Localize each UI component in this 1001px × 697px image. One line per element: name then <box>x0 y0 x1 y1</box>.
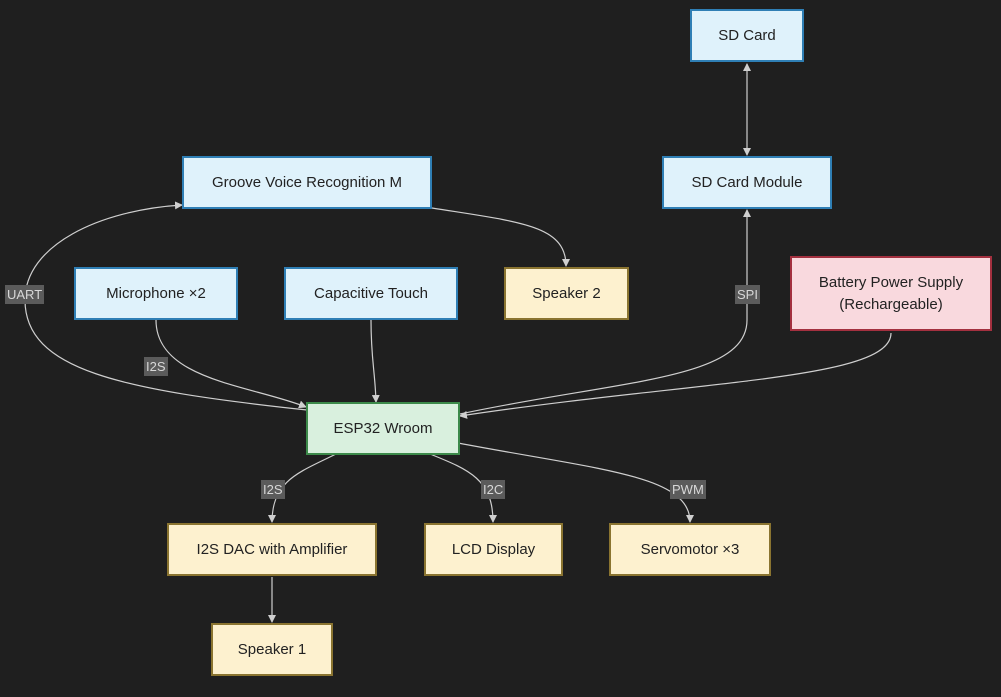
node-capacitive-touch[interactable]: Capacitive Touch <box>284 267 458 320</box>
node-battery-label-line2: (Rechargeable) <box>839 295 943 313</box>
edge-touch-esp32 <box>370 319 380 403</box>
node-groove-voice-recognition[interactable]: Groove Voice Recognition M <box>182 156 432 209</box>
node-microphone-label: Microphone ×2 <box>106 284 206 302</box>
node-battery-label-line1: Battery Power Supply <box>818 273 964 291</box>
edge-esp32-groove-uart <box>24 201 308 411</box>
edge-esp32-dac <box>268 453 337 523</box>
edge-label-i2s-dac: I2S <box>261 480 285 499</box>
node-servo-label: Servomotor ×3 <box>640 540 740 558</box>
node-speaker1-label: Speaker 1 <box>237 640 307 658</box>
node-microphone[interactable]: Microphone ×2 <box>74 267 238 320</box>
edge-label-i2s-microphone: I2S <box>144 357 168 376</box>
node-esp32-wroom[interactable]: ESP32 Wroom <box>306 402 460 455</box>
edge-label-pwm: PWM <box>670 480 706 499</box>
node-sd-card-label: SD Card <box>718 26 776 44</box>
node-lcd-label: LCD Display <box>451 540 536 558</box>
edge-esp32-servo <box>457 442 694 523</box>
node-lcd-display[interactable]: LCD Display <box>424 523 563 576</box>
node-speaker-1[interactable]: Speaker 1 <box>211 623 333 676</box>
node-servomotor[interactable]: Servomotor ×3 <box>609 523 771 576</box>
node-dac-label: I2S DAC with Amplifier <box>196 540 348 558</box>
edge-label-spi: SPI <box>735 285 760 304</box>
edge-groove-speaker2 <box>431 207 570 267</box>
edge-battery-esp32 <box>459 332 892 419</box>
node-sd-card-module[interactable]: SD Card Module <box>662 156 832 209</box>
node-speaker-2[interactable]: Speaker 2 <box>504 267 629 320</box>
node-speaker2-label: Speaker 2 <box>532 284 601 302</box>
node-groove-label: Groove Voice Recognition M <box>211 173 403 191</box>
node-sd-card-module-label: SD Card Module <box>691 173 803 191</box>
node-esp32-label: ESP32 Wroom <box>333 419 433 437</box>
edge-label-i2c: I2C <box>481 480 506 499</box>
edge-esp32-lcd <box>429 453 497 523</box>
node-i2s-dac[interactable]: I2S DAC with Amplifier <box>167 523 377 576</box>
edge-label-uart: UART <box>5 285 45 304</box>
node-sd-card[interactable]: SD Card <box>690 9 804 62</box>
node-touch-label: Capacitive Touch <box>314 284 428 302</box>
edge-microphone-esp32 <box>155 319 307 409</box>
edge-esp32-sdmodule-spi <box>459 209 751 415</box>
node-battery-power-supply[interactable]: Battery Power Supply (Rechargeable) <box>790 256 992 331</box>
